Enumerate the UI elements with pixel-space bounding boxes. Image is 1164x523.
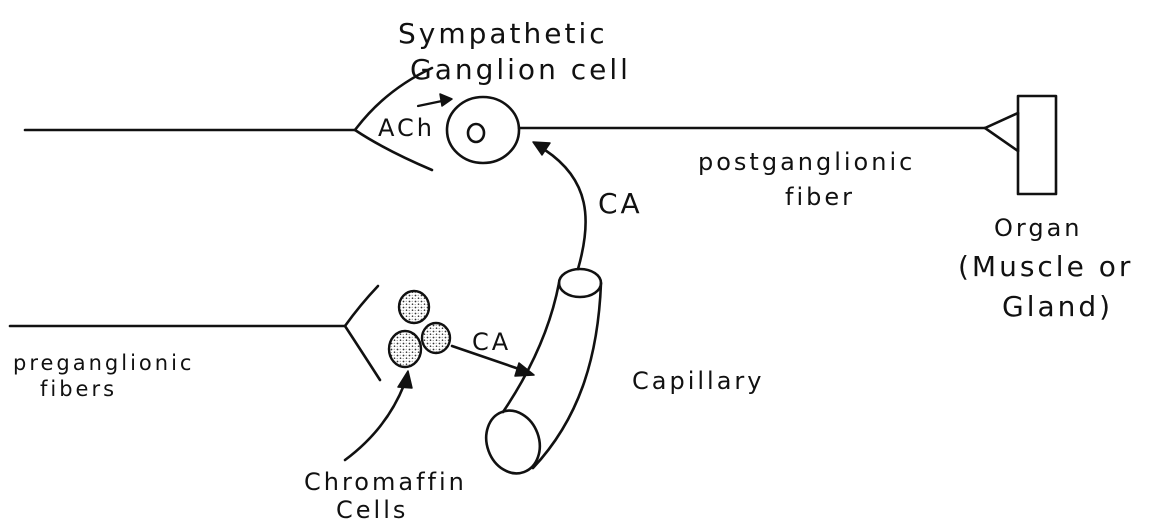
label-preganglionic: preganglionic <box>13 351 194 375</box>
organ-terminal-top <box>985 113 1018 128</box>
label-ca-upper: CA <box>598 187 643 220</box>
label-chromaffin: Chromaffin <box>304 468 467 496</box>
ach-arrow-line <box>418 101 442 106</box>
capillary-right-wall <box>533 283 601 468</box>
organ-box <box>1018 96 1056 194</box>
chromaffin-cell-bottom <box>389 331 421 367</box>
chromaffin-cell-top <box>399 291 429 323</box>
label-capillary: Capillary <box>632 367 764 395</box>
label-ach: ACh <box>378 114 435 142</box>
label-fiber: fiber <box>785 183 855 211</box>
label-sympathetic: Sympathetic <box>398 17 608 50</box>
ganglion-cell-nucleus <box>468 124 484 142</box>
label-fibers: fibers <box>40 377 117 401</box>
label-ca-lower: CA <box>472 328 511 356</box>
chromaffin-cell-right <box>422 323 450 353</box>
label-organ: Organ <box>994 214 1083 242</box>
label-ganglion-cell: Ganglion cell <box>410 53 631 86</box>
label-postganglionic: postganglionic <box>698 148 915 176</box>
lower-synapse-terminal-bottom <box>345 326 380 380</box>
ach-arrowhead <box>440 94 452 106</box>
capillary-top-opening <box>559 269 601 297</box>
label-gland: Gland) <box>1002 290 1113 323</box>
label-muscle-or: (Muscle or <box>958 250 1133 283</box>
ca-arrow-to-ganglion-line <box>545 150 586 269</box>
chromaffin-label-arrowhead <box>398 371 412 388</box>
lower-synapse-terminal-top <box>345 286 378 326</box>
capillary-left-wall <box>503 283 559 412</box>
chromaffin-label-arrow-line <box>345 385 404 460</box>
capillary-bottom-opening <box>478 403 549 481</box>
label-cells: Cells <box>336 496 408 523</box>
organ-terminal-bottom <box>985 128 1018 151</box>
